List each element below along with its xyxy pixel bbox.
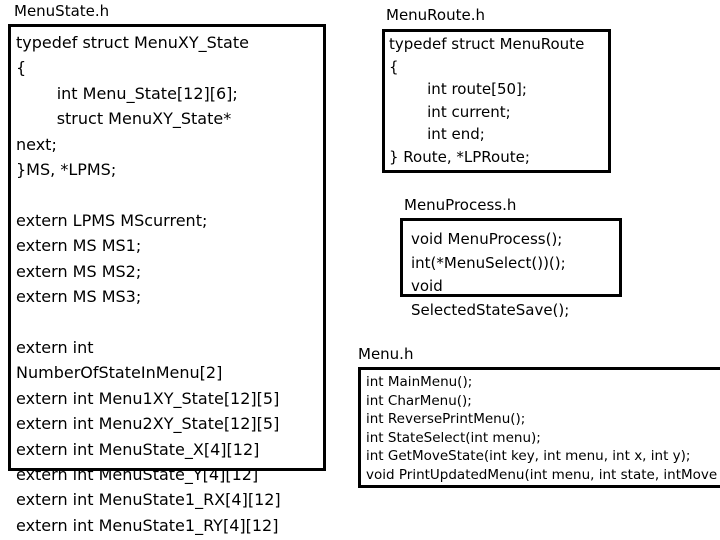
menu-header-caption: Menu.h	[358, 345, 414, 363]
menu-state-header-caption: MenuState.h	[14, 2, 110, 20]
menu-route-code-text: typedef struct MenuRoute { int route[50]…	[389, 35, 585, 166]
menu-route-header-caption: MenuRoute.h	[386, 6, 486, 24]
menu-process-box	[400, 218, 622, 297]
menu-box	[358, 367, 720, 488]
menu-state-code-text: typedef struct MenuXY_State { int Menu_S…	[16, 33, 281, 535]
menu-code-text: int MainMenu(); int CharMenu(); int Reve…	[366, 374, 718, 483]
menu-state-box	[8, 24, 326, 471]
menu-route-box	[382, 29, 611, 173]
menu-process-code-text: void MenuProcess(); int(*MenuSelect())()…	[411, 230, 570, 319]
menu-process-header-caption: MenuProcess.h	[404, 196, 517, 214]
